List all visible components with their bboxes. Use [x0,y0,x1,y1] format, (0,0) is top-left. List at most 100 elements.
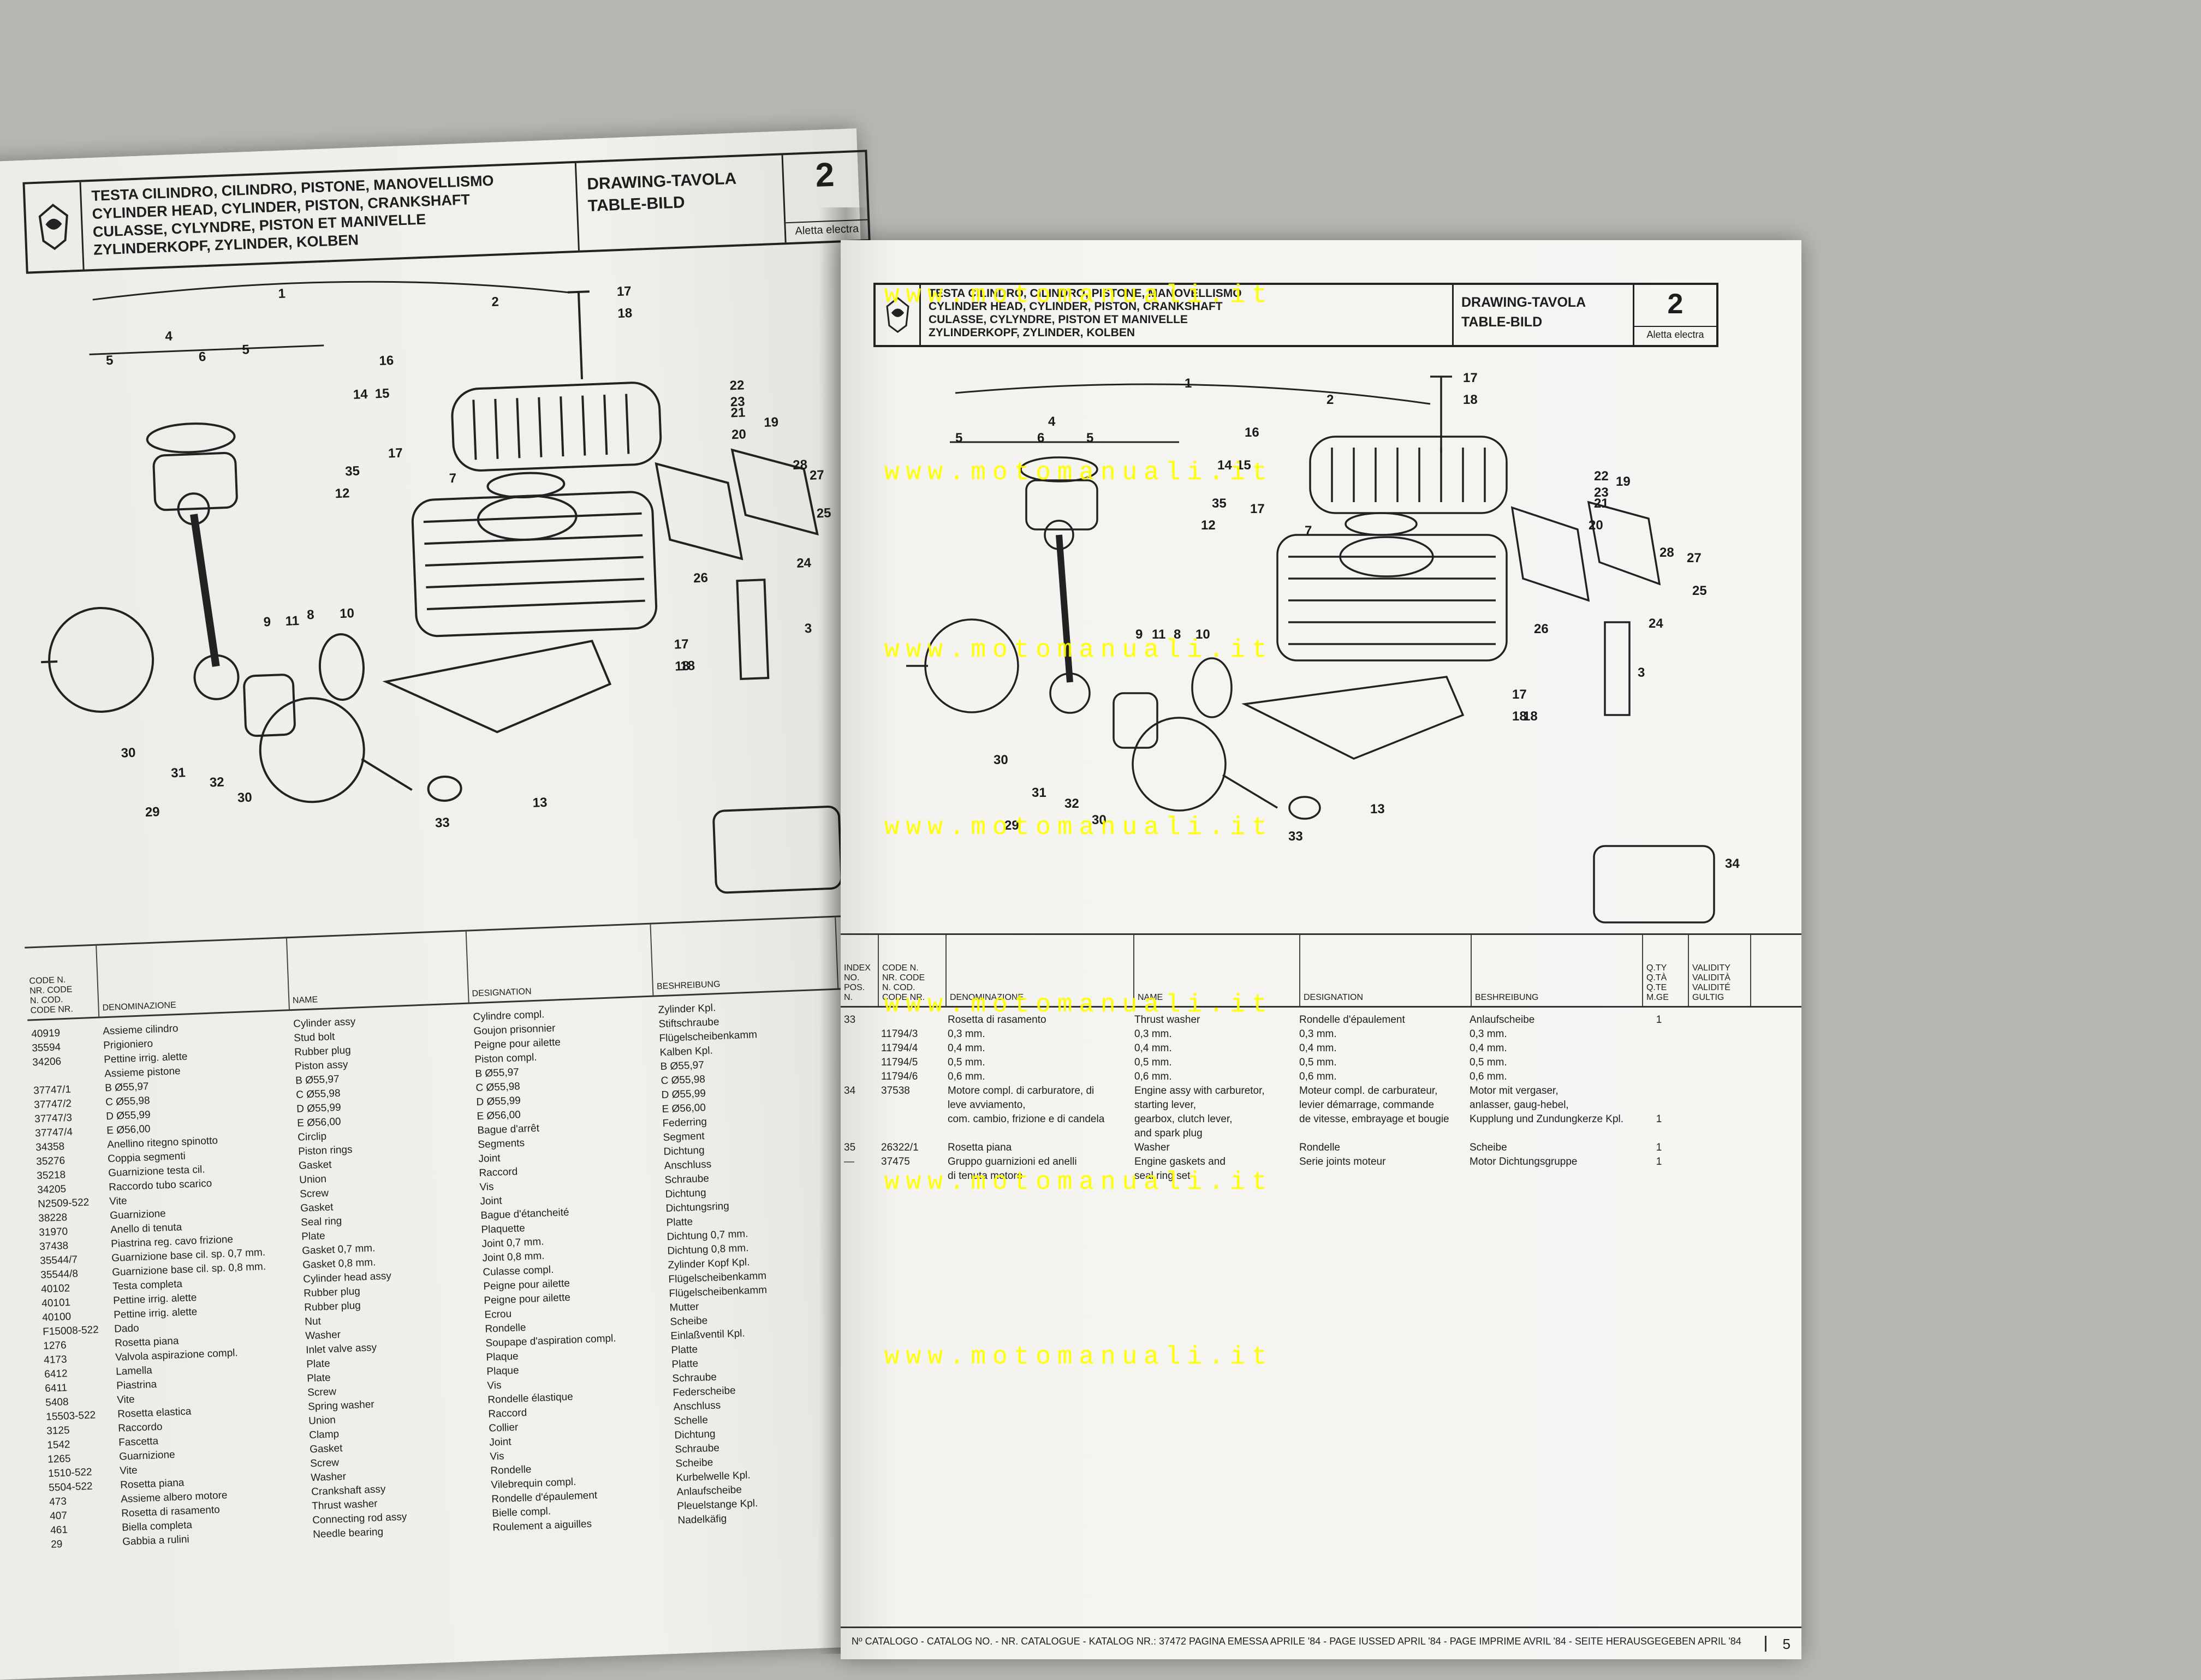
table-cell-des: 0,6 mm. [1299,1071,1337,1082]
callout: 18 [1512,709,1527,724]
callout: 15 [374,386,390,401]
table-cell-den: di tenuta motore [948,1170,1023,1182]
callout: 26 [693,570,709,586]
callout: 5 [106,353,114,368]
callout: 9 [1135,627,1143,642]
table-cell-den: 0,5 mm. [948,1057,985,1068]
callout: 17 [388,445,403,461]
callout: 17 [674,637,689,652]
table-cell-den: com. cambio, frizione e di candela [948,1113,1105,1125]
connecting-rod-drawing [190,514,220,667]
cylinder-head-drawing [1309,436,1508,514]
callout: 16 [1245,425,1259,440]
table-number-box: 2 Aletta electra [1634,285,1716,345]
callout: 20 [1589,518,1603,533]
left-header-titles: TESTA CILINDRO, CILINDRO, PISTONE, MANOV… [81,163,580,270]
callout: 5 [1086,431,1093,445]
table-cell-idx [841,1041,878,1056]
drawing-label: DRAWING-TAVOLA TABLE-BILD [576,155,787,251]
crank-flywheel-right [259,697,365,803]
callout: 16 [379,353,394,368]
callout: 6 [198,349,206,364]
table-cell-des: 0,3 mm. [1299,1028,1337,1040]
table-cell-name: 0,3 mm. [1134,1028,1172,1040]
callout: 5 [242,342,249,357]
table-cell-idx: 35 [844,1142,856,1153]
crank-flywheel-right [1132,717,1227,812]
callout: 17 [1463,371,1478,385]
table-cell-code: 11794/6 [881,1071,918,1082]
table-cell-des [1296,1127,1466,1141]
table-cell-den: Gruppo guarnizioni ed anelli [948,1156,1077,1167]
table-cell-des: levier démarrage, commande [1299,1099,1435,1111]
table-cell-code: 26322/1 [881,1142,919,1153]
callout: 30 [121,746,136,761]
table-cell-des: 0,4 mm. [1299,1042,1337,1054]
table-cell-des: 0,5 mm. [1299,1057,1337,1068]
callout: 18 [1463,392,1478,407]
catalog-footer-text: Nº CATALOGO - CATALOG No. - Nr. CATALOGU… [852,1636,1741,1647]
table-cell-bes: Anlaufscheibe [1470,1014,1535,1026]
table-cell-qty [1637,1127,1681,1141]
table-cell-bes: Kupplung und Zundungkerze Kpl. [1470,1113,1624,1125]
callout: 5 [955,431,962,445]
callout: 6 [1037,431,1044,445]
table-cell-qty [1637,1084,1681,1098]
page-number: 5 [1764,1636,1790,1652]
callout: 32 [1064,796,1079,811]
table-cell-name: Engine assy with carburetor, [1134,1085,1265,1097]
table-cell-bes: anlasser, gaug-hebel, [1470,1099,1569,1111]
callout: 13 [1370,802,1385,817]
callout: 19 [1616,474,1631,489]
callout: 25 [816,505,831,521]
callout: 19 [764,415,779,430]
table-cell-qty: 1 [1656,1142,1662,1153]
watermark: www.motomanuali.it [884,1343,1274,1371]
crank-flywheel-left [48,606,154,713]
callout: 12 [335,486,350,501]
table-cell-qty [1637,1027,1681,1041]
table-cell-bes [1466,1169,1637,1183]
callout: 31 [1032,785,1046,800]
table-cell-qty [1637,1070,1681,1084]
callout: 2 [491,295,499,309]
callout: 8 [307,607,314,622]
table-cell-den: Rosetta di rasamento [948,1014,1046,1026]
callout: 21 [730,405,746,420]
table-cell-bes: 0,3 mm. [1470,1028,1507,1040]
callout: 7 [1305,523,1312,538]
callout: 1 [278,287,285,301]
table-cell-code [878,1127,944,1141]
callout: 4 [1048,414,1056,429]
title-fr: CULASSE, CYLYNDRE, PISTON ET MANIVELLE [929,313,1188,326]
watermark: www.motomanuali.it [884,458,1274,487]
callout: 32 [209,775,224,790]
table-cell-bes: 0,5 mm. [1470,1057,1507,1068]
cylinder-head-drawing [451,382,662,472]
table-cell-idx: — [844,1156,854,1167]
callout: 24 [1649,616,1663,631]
left-page: TESTA CILINDRO, CILINDRO, PISTONE, MANOV… [0,128,915,1680]
callout: 18 [1523,709,1538,724]
callout: 26 [1534,622,1549,636]
table-cell-idx: 34 [844,1085,856,1097]
table-cell-name: gearbox, clutch lever, [1134,1113,1233,1125]
watermark: www.motomanuali.it [884,281,1274,309]
title-it: TESTA CILINDRO, CILINDRO, PISTONE, MANOV… [929,287,1242,300]
callout: 28 [793,457,808,473]
table-cell-den: 0,6 mm. [948,1071,985,1082]
cylinder-drawing [1276,534,1508,662]
table-cell-bes: Motor Dichtungsgruppe [1470,1156,1578,1167]
callout: 30 [994,753,1008,767]
table-cell-qty [1637,1041,1681,1056]
left-exploded-diagram: 1 2 3 4 5 5 6 7 8 9 10 11 12 13 14 15 16… [21,249,864,935]
table-cell-den: 0,4 mm. [948,1042,985,1054]
watermark: www.motomanuali.it [884,636,1274,664]
callout: 14 [1217,458,1232,473]
cagiva-logo-icon [876,285,921,345]
right-header-titles: TESTA CILINDRO, CILINDRO, PISTONE, MANOV… [921,285,1454,345]
callout: 9 [263,615,271,629]
table-cell-qty: 1 [1656,1156,1662,1167]
